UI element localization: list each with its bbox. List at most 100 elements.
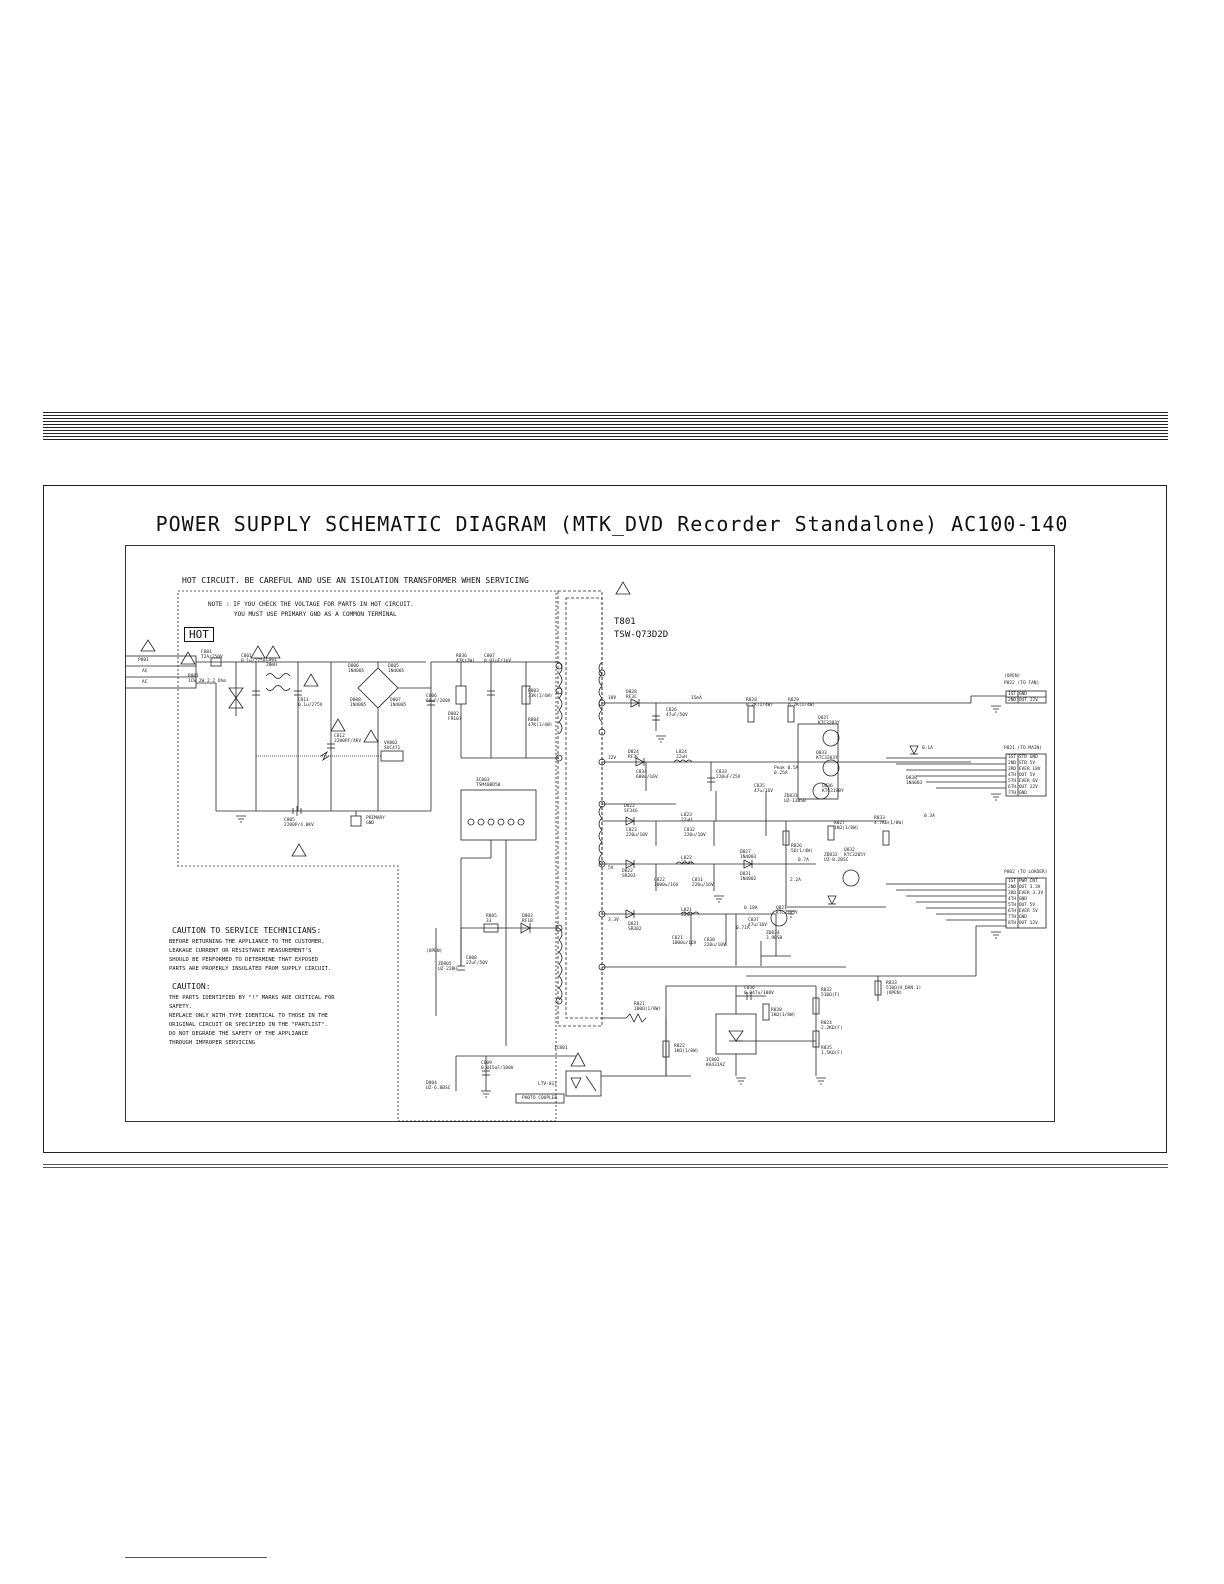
label-r803: R803 33K(1/4W): [528, 689, 553, 699]
transformer-label: T801 TSW-Q73D2D: [614, 616, 668, 642]
label-q833: Q833 KTC3203Y: [816, 751, 838, 761]
main-pin: 5TH EVER 6V: [1008, 779, 1038, 784]
diagram-frame: [43, 485, 1167, 1153]
caution-service-text: BEFORE RETURNING THE APPLIANCE TO THE CU…: [169, 938, 331, 974]
main-pin: 4TH OUT 5V: [1008, 773, 1036, 778]
fan-connector-heading: (OPEN): [1004, 674, 1021, 679]
label-c805: C805 2200P/4.0KV: [284, 818, 314, 828]
transformer-part: TSW-Q73D2D: [614, 630, 669, 640]
caution-parts-line: THROUGH IMPROPER SERVICING: [169, 1040, 256, 1046]
primary-gnd-note: NOTE : IF YOU CHECK THE VOLTAGE FOR PART…: [208, 600, 414, 620]
loader-pin: 8TH OUT 12V: [1008, 921, 1038, 926]
main-connector-box: [1005, 753, 1047, 797]
label-2-2a: 2.2A: [790, 878, 801, 883]
main-pin: 1ST STD GND: [1008, 755, 1038, 760]
caution-parts-line: THE PARTS IDENTIFIED BY "!" MARKS ARE CR…: [169, 995, 335, 1001]
label-0-18a: 0.18A: [744, 906, 758, 911]
label-d802: D802 FR107: [448, 712, 462, 722]
label-r833b: R833 510Ω(H_DAN.1) (OPEN): [886, 981, 922, 996]
hot-circuit-warning: HOT CIRCUIT. BE CAREFUL AND USE AN ISIOL…: [182, 576, 529, 585]
fan-pin: 2ND OUT 12V: [1008, 698, 1038, 703]
label-d803: D803 RF1B: [522, 914, 533, 924]
transformer-ref: T801: [614, 617, 636, 627]
diagram-title: POWER SUPPLY SCHEMATIC DIAGRAM (MTK_DVD …: [155, 512, 1069, 536]
label-12v: 12V: [608, 756, 617, 761]
label-c832: C832 220u/10V: [684, 828, 706, 838]
caution-service-heading: CAUTION TO SERVICE TECHNICIANS:: [172, 926, 322, 935]
ic802-package: [715, 1013, 757, 1055]
label-3-3v: 3.3V: [608, 918, 619, 923]
label-r826: R826 5Ω(1/4W): [791, 844, 813, 854]
label-c822: C822 1000u/16V: [654, 878, 679, 888]
hot-circuit-boundary: [177, 590, 557, 1122]
label-r829: R829 6.2K(1/4W): [788, 698, 816, 708]
label-c833: C833 220uF/25V: [716, 770, 741, 780]
loader-pin: 5TH OUT 5V: [1008, 903, 1036, 908]
label-c834: C834 680u/16V: [636, 770, 658, 780]
label-q832: Q832 KTC3205Y: [844, 848, 866, 858]
label-d804: D804 UZ-6.8BSC: [426, 1081, 451, 1091]
ic803-package: [460, 789, 537, 841]
caution-parts-line: SAFETY.: [169, 1004, 193, 1010]
label-r827: R827 1KΩ(1/8W): [834, 821, 859, 831]
label-bridge-a: D806 1N4005: [348, 664, 365, 674]
label-c837: C837 47u/16V: [748, 918, 767, 928]
label-c812: C812 2200PF/4KV: [334, 734, 362, 744]
label-f801: F801 T2A/250V: [201, 650, 223, 660]
label-bridge-b: D805 1N4005: [388, 664, 405, 674]
label-r833: R833 4.7KΩ(1/8W): [874, 816, 904, 826]
hot-badge: HOT: [184, 627, 214, 642]
label-zd805: ZD805 UZ-22BH: [438, 962, 457, 972]
main-pin: 7TH GND: [1008, 791, 1027, 796]
label-ltv: LTV-817: [538, 1082, 557, 1087]
loader-pin: 4TH GND: [1008, 897, 1027, 902]
label-r824: R824 2.2KΩ(F): [821, 1021, 843, 1031]
label-d831: D831 1N4002: [740, 872, 757, 882]
label-r835: R835 1.5KΩ(F): [821, 1046, 843, 1056]
loader-pin: 6TH EVER 5V: [1008, 909, 1038, 914]
label-l823: L823 22uH: [681, 813, 692, 823]
main-pin: 2ND STD 5V: [1008, 761, 1036, 766]
note-line-1: NOTE : IF YOU CHECK THE VOLTAGE FOR PART…: [208, 601, 414, 608]
label-q827: Q827 KTC3203Y: [818, 716, 840, 726]
isolation-barrier: [557, 590, 603, 1027]
label-d822b: D822 SR203: [622, 869, 636, 879]
label-0-1a: 0.1A: [922, 746, 933, 751]
label-ic802: IC802 KA431AZ: [706, 1058, 725, 1068]
label-primary-gnd: PRIMARY GND: [366, 816, 385, 826]
photo-coupler-package: [565, 1070, 602, 1097]
caution-service-line: BEFORE RETURNING THE APPLIANCE TO THE CU…: [169, 939, 325, 945]
label-5v: 5V: [608, 866, 614, 871]
label-bridge-c: D807 1N4005: [390, 698, 407, 708]
caution-service-line: LEAKAGE CURRENT OR RESISTANCE MEASUREMEN…: [169, 948, 312, 954]
label-c808: C808 22uF/50V: [466, 956, 488, 966]
label-zd834: ZD834 3.9BSB: [766, 931, 783, 941]
caution-parts-heading: CAUTION:: [172, 982, 211, 991]
label-bridge-d: D808 1N4005: [350, 698, 367, 708]
label-c806: C806 68uF/200V: [426, 694, 451, 704]
main-connector-ref: P821 (TO MAIN): [1004, 746, 1042, 751]
label-d828: D828 RF3C: [626, 690, 637, 700]
label-c823: C823 220u/10V: [626, 828, 648, 838]
label-18v: 18V: [608, 696, 617, 701]
label-r801: R801 1CW 2W 2.2 Ohm: [188, 674, 226, 684]
caution-parts-line: ORIGINAL CIRCUIT OR SPECIFIED IN THE "PA…: [169, 1022, 328, 1028]
label-d821: D821 SR302: [628, 922, 642, 932]
label-r821: R821 100Ω(1/8W): [634, 1002, 662, 1012]
label-d824: D824 RF3C: [628, 750, 639, 760]
label-l821: L821 22uH: [681, 908, 692, 918]
note-line-2: YOU MUST USE PRIMARY GND AS A COMMON TER…: [234, 611, 397, 618]
label-r836: R836 47K(2W): [456, 654, 475, 664]
caution-parts-line: REPLACE ONLY WITH TYPE IDENTICAL TO THOS…: [169, 1013, 328, 1019]
label-0-3a: 0.3A: [924, 814, 935, 819]
caution-parts-text: THE PARTS IDENTIFIED BY "!" MARKS ARE CR…: [169, 994, 335, 1048]
schematic-drawing: [126, 581, 1047, 1122]
label-c835: C835 47u/16V: [754, 784, 773, 794]
schematic-area: HOT CIRCUIT. BE CAREFUL AND USE AN ISIOL…: [125, 545, 1055, 1122]
loader-connector-box: [1005, 877, 1047, 929]
input-connector-pin: AC: [142, 669, 148, 674]
loader-connector-ref: P802 (TO LOADER): [1004, 870, 1048, 875]
loader-pin: 3RD EVER 3.3V: [1008, 891, 1044, 896]
label-15ma: 15mA: [691, 696, 702, 701]
label-c830: C830 220u/10V: [704, 938, 726, 948]
